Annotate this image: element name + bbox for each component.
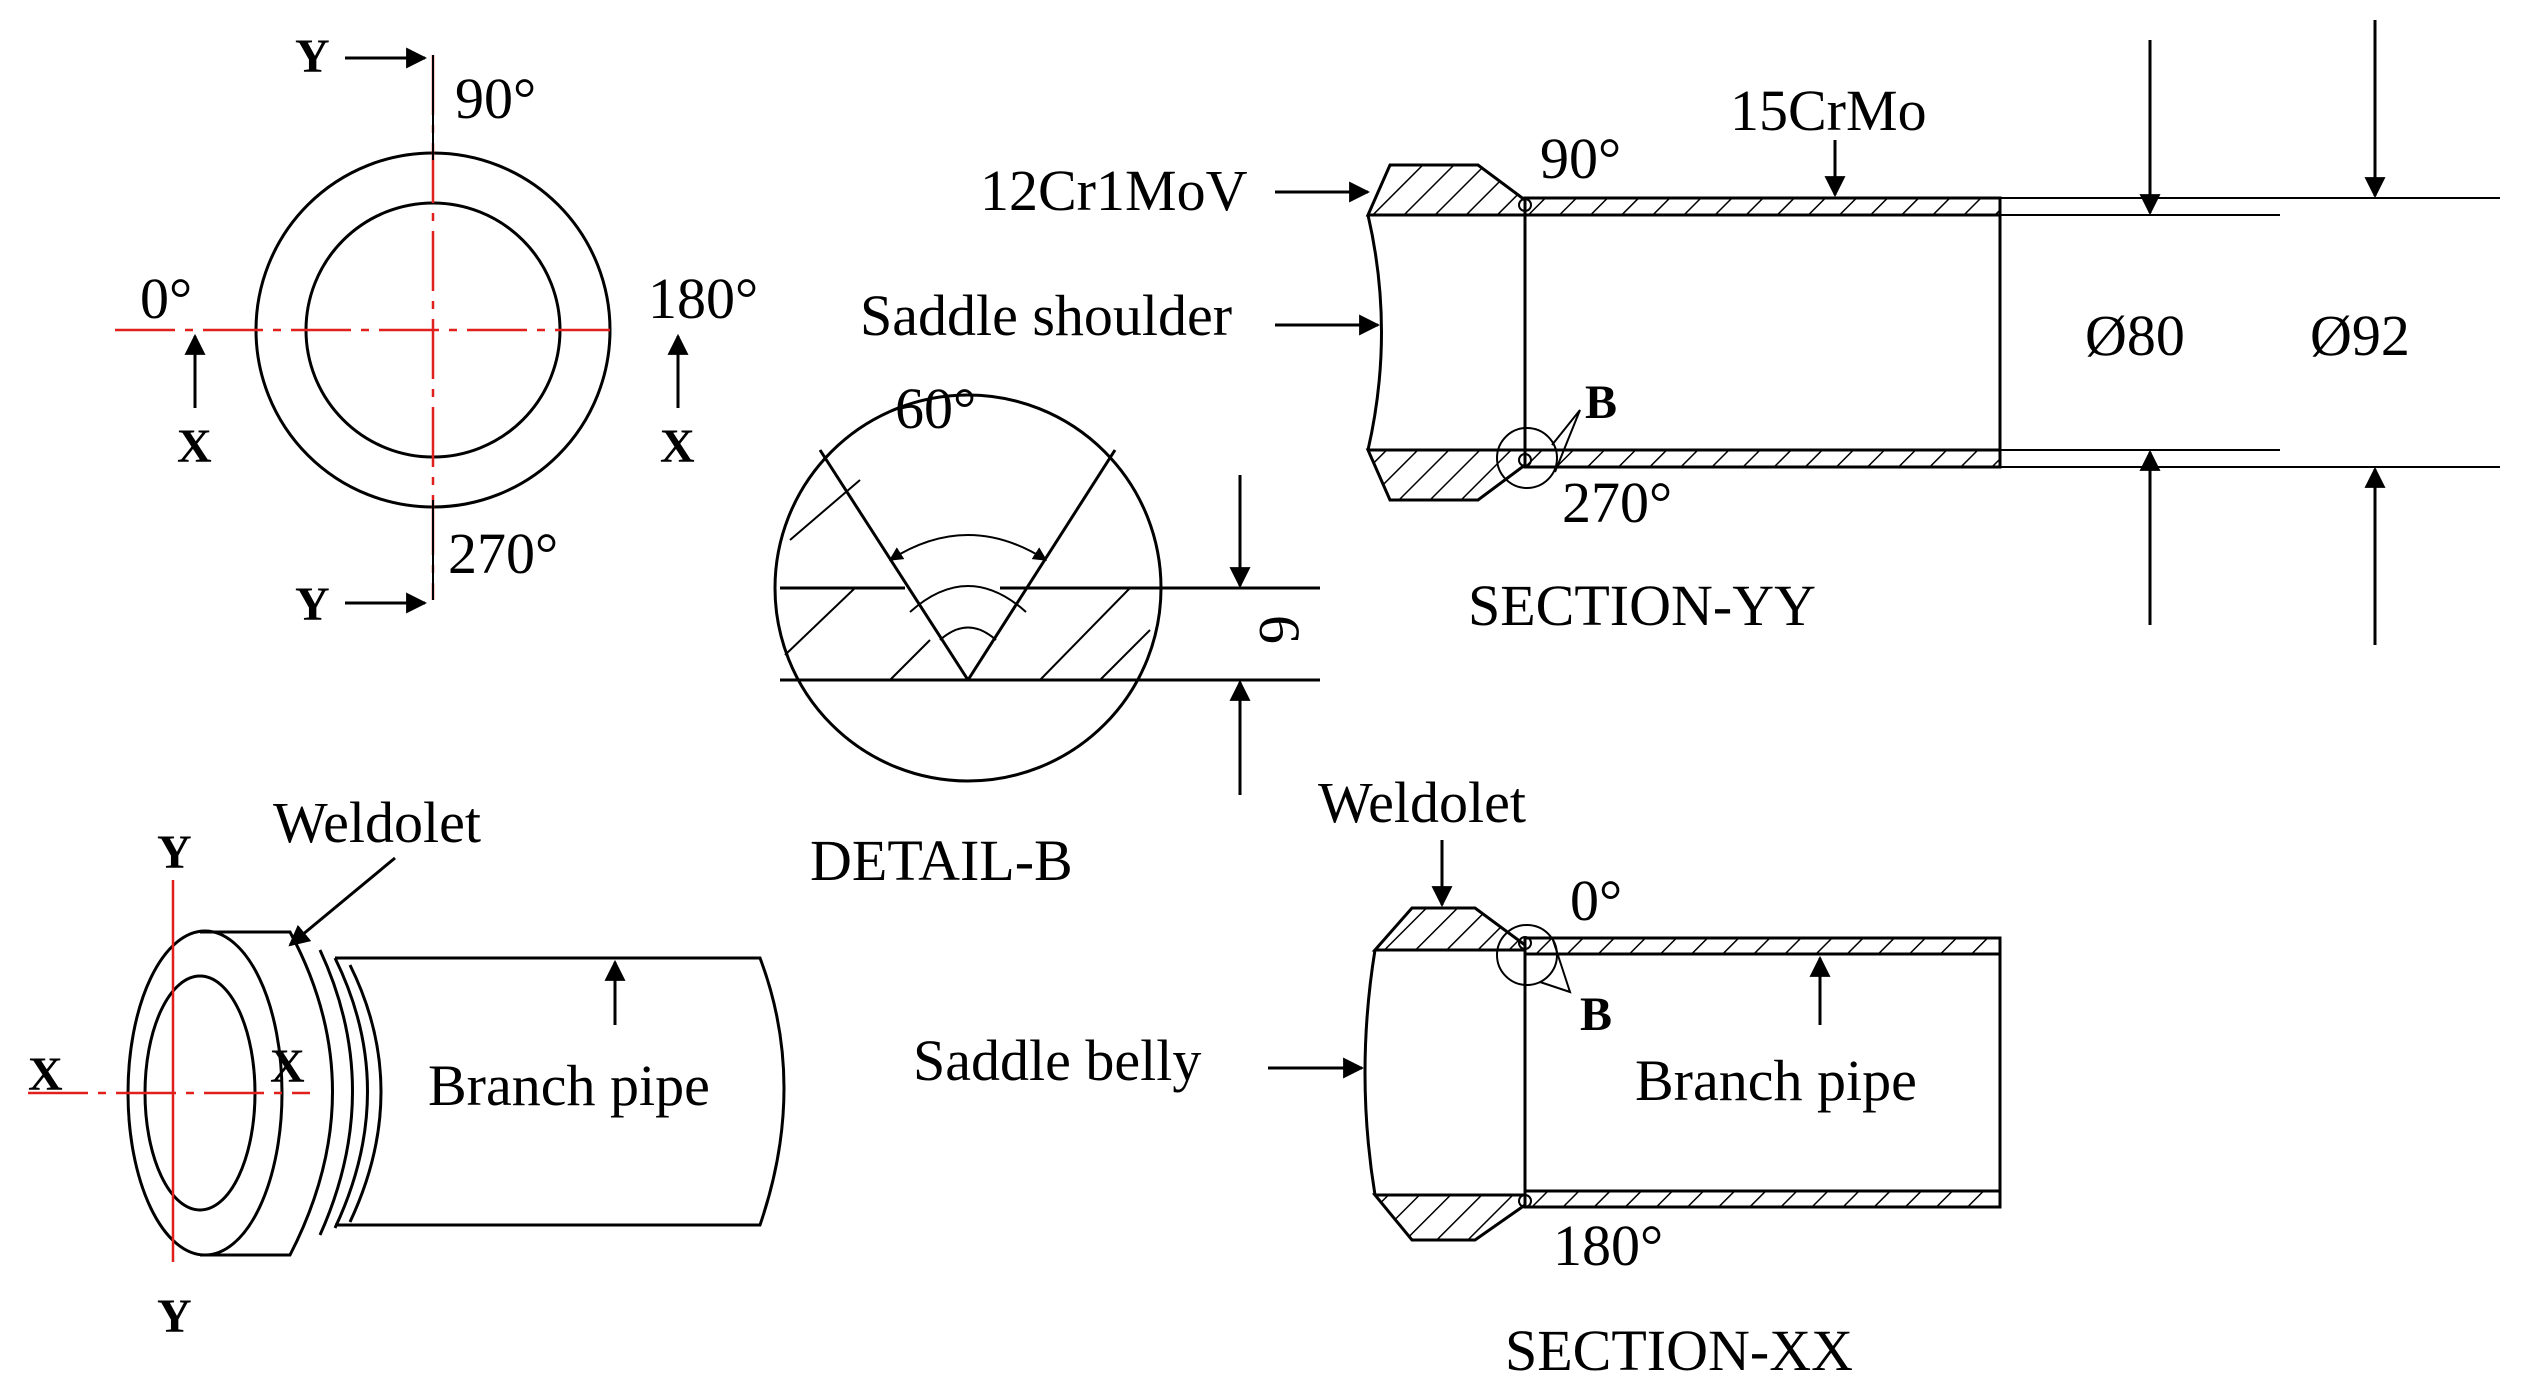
angle-label-0: 0° <box>140 266 192 331</box>
material-label-pipe: 15CrMo <box>1730 78 1927 143</box>
iso-axis-label-y-top: Y <box>157 826 192 879</box>
xx-pipe-label: Branch pipe <box>1635 1048 1917 1113</box>
cut-label-x-right: X <box>660 420 695 473</box>
detail-b-marker: B <box>1580 988 1612 1041</box>
saddle-belly-label: Saddle belly <box>913 1028 1201 1093</box>
iso-weldolet-label: Weldolet <box>273 790 481 855</box>
section-yy: Ø80 Ø92 12Cr1MoV 15CrMo Saddle shoulder … <box>860 20 2500 645</box>
detail-hatch-5 <box>1099 629 1151 681</box>
section-xx-title: SECTION-XX <box>1505 1318 1853 1383</box>
weldolet-top-hatch <box>1371 906 1527 952</box>
angle-label-270: 270° <box>1562 470 1672 535</box>
detail-b: 60° 6 DETAIL-B <box>773 376 1320 893</box>
groove-angle-label: 60° <box>895 376 976 441</box>
detail-b-callout-pointer <box>1539 939 1572 994</box>
weldolet-top-hatch <box>1365 163 1527 217</box>
pipe-top-wall <box>1523 196 2002 217</box>
iso-axis-label-x-right: X <box>270 1040 305 1093</box>
saddle-shoulder-label: Saddle shoulder <box>860 283 1232 348</box>
cut-label-y-bottom: Y <box>295 578 330 631</box>
groove-left-face <box>818 449 970 681</box>
saddle-shoulder-curve <box>1366 214 1383 451</box>
detail-b-callout-circle <box>1496 427 1558 489</box>
groove-right-face <box>966 449 1117 681</box>
weld-bead-bottom <box>1518 1194 1532 1208</box>
weld-bead-top <box>1518 198 1532 212</box>
dim-label-outer-diameter: Ø92 <box>2310 303 2410 368</box>
groove-angle-arc-small <box>939 626 997 641</box>
iso-view: Y Y X X Weldolet Branch pipe <box>28 790 786 1343</box>
dim-label-inner-diameter: Ø80 <box>2085 303 2185 368</box>
iso-axis-label-y-bottom: Y <box>157 1290 192 1343</box>
weldolet-bottom-hatch <box>1371 1193 1527 1242</box>
saddle-belly-curve <box>1363 949 1377 1196</box>
xx-weldolet-label: Weldolet <box>1318 770 1526 835</box>
iso-pipe-label: Branch pipe <box>428 1053 710 1118</box>
cut-label-y-top: Y <box>295 30 330 83</box>
angle-label-90: 90° <box>455 66 536 131</box>
groove-angle-arc-large <box>888 534 1048 561</box>
top-view: Y Y 90° 0° 180° 270° X X <box>115 30 758 631</box>
section-yy-title: SECTION-YY <box>1468 573 1816 638</box>
iso-weldolet-arrow <box>288 856 396 947</box>
collar-ring-1 <box>318 949 354 1236</box>
collar-ring-2 <box>333 957 369 1229</box>
pipe-top-wall <box>1523 936 2002 956</box>
detail-hatch-1 <box>789 479 861 541</box>
detail-b-callout-pointer <box>1551 409 1581 473</box>
angle-label-180: 180° <box>1553 1213 1663 1278</box>
collar-ring-3 <box>348 964 383 1223</box>
iso-axis-label-x-left: X <box>28 1048 63 1101</box>
detail-b-title: DETAIL-B <box>810 828 1073 893</box>
section-xx: B Weldolet 0° 180° Saddle belly Branch p… <box>913 770 2002 1383</box>
detail-hatch-3 <box>889 639 931 681</box>
detail-hatch-2 <box>784 587 856 656</box>
detail-hatch-4 <box>1039 587 1131 681</box>
groove-angle-arc-mid <box>909 585 1027 613</box>
angle-label-0: 0° <box>1570 868 1622 933</box>
weld-bead-bottom <box>1518 453 1532 467</box>
angle-label-90: 90° <box>1540 126 1621 191</box>
pipe-bottom-wall <box>1523 1189 2002 1209</box>
material-label-weldolet: 12Cr1MoV <box>980 158 1248 223</box>
detail-b-marker: B <box>1585 376 1617 429</box>
weld-bead-top <box>1518 936 1532 950</box>
weldolet-body <box>200 930 334 1257</box>
cut-label-x-left: X <box>177 420 212 473</box>
angle-label-180: 180° <box>648 266 758 331</box>
thickness-label: 6 <box>1247 615 1312 644</box>
angle-label-270: 270° <box>448 521 558 586</box>
pipe-bottom-wall <box>1523 448 2002 469</box>
branch-pipe-body <box>335 956 786 1227</box>
